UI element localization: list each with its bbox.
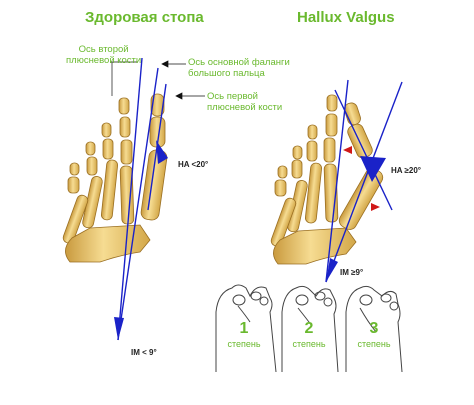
label-line: плюсневой кости [66,55,142,66]
label-line: Ось первой [207,91,258,102]
hallux-valgus-title: Hallux Valgus [297,9,395,26]
second-metatarsal-axis-label: Ось второй плюсневой кости [66,44,141,66]
hallux-axis-lines [325,79,403,283]
stage-caption: степень [227,339,261,349]
label-line: плюсневой кости [207,102,283,113]
im-valgus-wedge [326,258,338,282]
stage-caption: степень [292,339,326,349]
stage-number: 3 [369,320,379,337]
main-phalanx-axis-label: Ось основной фаланги большого пальца [188,57,290,79]
ha-valgus-label: HA ≥20° [391,166,421,175]
first-metatarsal-axis-label: Ось первой плюсневой кости [207,91,282,113]
im-valgus-label: IM ≥9° [340,268,364,277]
ha-valgus-wedge [360,156,386,182]
ha-normal-label: HA <20° [178,160,209,169]
healthy-foot-skeleton [62,93,168,263]
stage-caption: степень [357,339,391,349]
deformity-arrows [343,146,380,211]
label-line: Ось второй [78,44,129,55]
healthy-foot-title: Здоровая стопа [85,9,204,26]
im-normal-wedge [114,317,124,340]
label-line: большого пальца [188,68,265,79]
stage-number: 1 [239,320,249,337]
label-leaders [110,60,205,100]
stage-outlines [215,284,403,373]
label-line: Ось основной фаланги [188,57,290,68]
hallux-foot-skeleton [270,94,384,265]
ha-normal-wedge [156,140,168,164]
im-normal-label: IM < 9° [131,348,157,357]
stage-number: 2 [304,320,314,337]
